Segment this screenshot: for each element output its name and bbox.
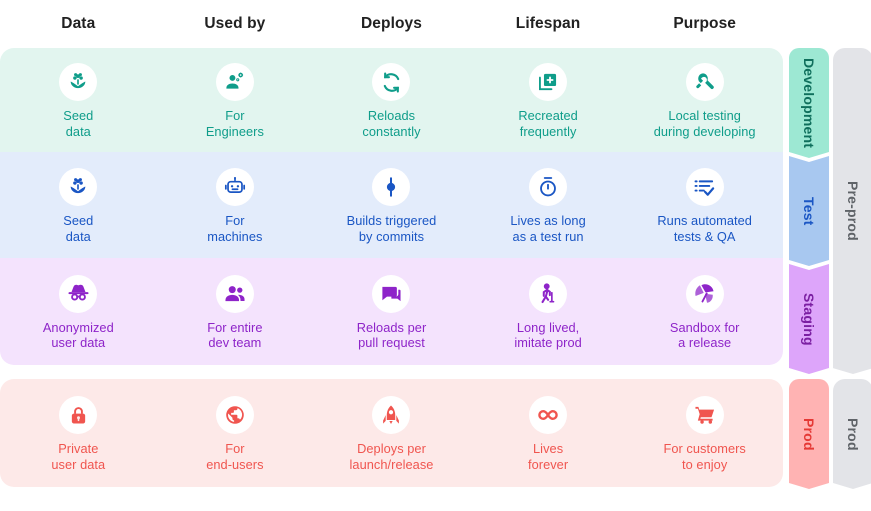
seed-flower-icon bbox=[59, 63, 98, 101]
column-headers: Data Used by Deploys Lifespan Purpose bbox=[0, 0, 783, 48]
cell-label: For entire dev team bbox=[207, 319, 263, 351]
chevron-prod[interactable]: Prod bbox=[789, 379, 829, 489]
checklist-icon bbox=[685, 168, 724, 206]
chevron-label: Pre-prod bbox=[845, 181, 861, 241]
stopwatch-icon bbox=[529, 168, 568, 206]
column-header-purpose: Purpose bbox=[673, 15, 737, 32]
chat-bubble-icon bbox=[372, 274, 411, 313]
column-header-deploys: Deploys bbox=[360, 15, 422, 32]
infinity-icon bbox=[529, 396, 568, 434]
chevron-test[interactable]: Test bbox=[789, 156, 829, 266]
cell-test-lifespan[interactable]: Lives as long as a test run bbox=[470, 152, 627, 258]
row-prod: Private user data For end-users Depl bbox=[0, 379, 783, 487]
rocket-icon bbox=[372, 396, 411, 434]
duplicate-add-icon bbox=[529, 63, 568, 101]
wrench-icon bbox=[685, 63, 724, 101]
seed-flower-icon bbox=[59, 168, 98, 206]
cell-development-used-by[interactable]: For Engineers bbox=[157, 48, 314, 152]
column-header-lifespan: Lifespan bbox=[515, 15, 581, 32]
cell-label: Long lived, imitate prod bbox=[514, 319, 582, 351]
chevron-label: Development bbox=[801, 57, 817, 149]
cell-label: Private user data bbox=[51, 441, 106, 472]
walking-cane-icon bbox=[529, 274, 568, 313]
cell-label: Sandbox for a release bbox=[669, 319, 740, 351]
cell-prod-purpose[interactable]: For customers to enjoy bbox=[626, 379, 783, 487]
commit-node-icon bbox=[372, 168, 411, 206]
cell-label: Local testing during developing bbox=[653, 108, 756, 139]
chevron-pre-prod-group[interactable]: Pre-prod bbox=[833, 48, 871, 374]
cell-test-used-by[interactable]: For machines bbox=[157, 152, 314, 258]
lock-icon bbox=[59, 396, 98, 434]
row-development: Seed data For Engineers bbox=[0, 48, 783, 152]
cell-label: Runs automated tests & QA bbox=[657, 213, 752, 244]
globe-public-icon bbox=[215, 396, 254, 434]
engineer-gear-icon bbox=[215, 63, 254, 101]
chevron-label: Prod bbox=[845, 417, 861, 451]
cell-staging-purpose[interactable]: Sandbox for a release bbox=[626, 258, 783, 365]
chevron-development[interactable]: Development bbox=[789, 48, 829, 158]
cell-label: Anonymized user data bbox=[42, 319, 114, 351]
cell-label: For machines bbox=[207, 213, 263, 244]
cell-development-lifespan[interactable]: Recreated frequently bbox=[470, 48, 627, 152]
shopping-cart-icon bbox=[685, 396, 724, 434]
beach-umbrella-icon bbox=[685, 274, 724, 313]
cell-staging-deploys[interactable]: Reloads per pull request bbox=[313, 258, 470, 365]
row-staging: Anonymized user data For entire dev team bbox=[0, 258, 783, 365]
chevron-prod-group[interactable]: Prod bbox=[833, 379, 871, 489]
column-header-data: Data bbox=[61, 15, 96, 32]
cell-test-data[interactable]: Seed data bbox=[0, 152, 157, 258]
cell-prod-lifespan[interactable]: Lives forever bbox=[470, 379, 627, 487]
cell-prod-data[interactable]: Private user data bbox=[0, 379, 157, 487]
cell-label: Lives as long as a test run bbox=[510, 213, 586, 244]
cell-staging-data[interactable]: Anonymized user data bbox=[0, 258, 157, 365]
cell-label: Seed data bbox=[63, 213, 94, 244]
people-group-icon bbox=[215, 274, 254, 313]
cell-label: Reloads per pull request bbox=[356, 319, 427, 351]
cell-prod-used-by[interactable]: For end-users bbox=[157, 379, 314, 487]
row-test: Seed data For machines bbox=[0, 152, 783, 258]
cell-label: For end-users bbox=[206, 441, 264, 472]
cell-development-data[interactable]: Seed data bbox=[0, 48, 157, 152]
cell-development-purpose[interactable]: Local testing during developing bbox=[626, 48, 783, 152]
cell-staging-lifespan[interactable]: Long lived, imitate prod bbox=[470, 258, 627, 365]
chevron-label: Test bbox=[801, 196, 817, 226]
cell-label: Seed data bbox=[63, 108, 94, 139]
cell-development-deploys[interactable]: Reloads constantly bbox=[313, 48, 470, 152]
cell-label: Builds triggered by commits bbox=[346, 213, 437, 244]
cell-label: Lives forever bbox=[527, 441, 569, 472]
cell-test-purpose[interactable]: Runs automated tests & QA bbox=[626, 152, 783, 258]
cell-prod-deploys[interactable]: Deploys per launch/release bbox=[313, 379, 470, 487]
cell-staging-used-by[interactable]: For entire dev team bbox=[157, 258, 314, 365]
cell-label: Reloads constantly bbox=[362, 108, 421, 139]
cell-label: For customers to enjoy bbox=[663, 441, 746, 472]
cell-label: For Engineers bbox=[205, 108, 264, 139]
cell-label: Recreated frequently bbox=[518, 108, 578, 139]
chevron-staging[interactable]: Staging bbox=[789, 264, 829, 374]
cell-test-deploys[interactable]: Builds triggered by commits bbox=[313, 152, 470, 258]
column-header-used-by: Used by bbox=[204, 15, 266, 32]
robot-icon bbox=[215, 168, 254, 206]
chevron-label: Staging bbox=[801, 292, 817, 346]
refresh-cycle-icon bbox=[372, 63, 411, 101]
cell-label: Deploys per launch/release bbox=[349, 441, 434, 472]
chevron-label: Prod bbox=[801, 417, 817, 451]
incognito-icon bbox=[59, 274, 98, 313]
